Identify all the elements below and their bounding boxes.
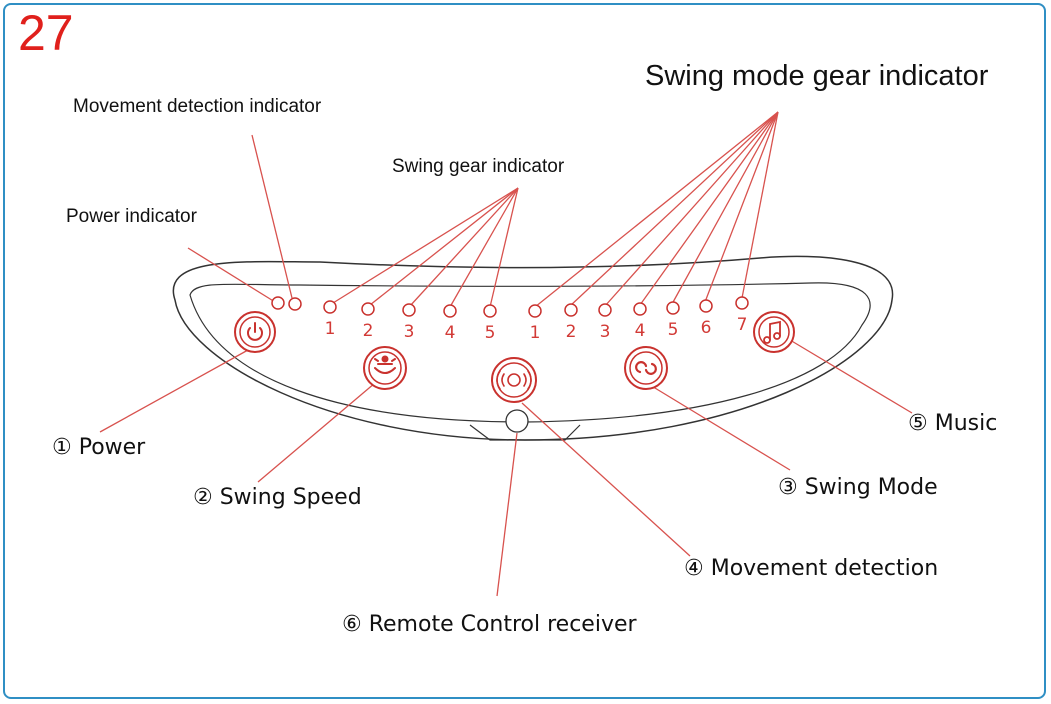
label-swing-mode-gear-indicator: Swing mode gear indicator [645, 60, 989, 92]
swing-mode-number: 2 [566, 322, 577, 342]
power-indicator-led [271, 296, 285, 310]
swing-gear-number: 5 [485, 323, 496, 343]
swing-mode-led-4 [633, 302, 647, 316]
swing-speed-button[interactable] [363, 346, 407, 390]
swing-gear-led-5 [483, 304, 497, 318]
label-swing-gear-indicator: Swing gear indicator [392, 156, 565, 177]
label-remote-control-receiver: ⑥ Remote Control receiver [342, 612, 637, 637]
label-swing-mode: ③ Swing Mode [778, 475, 938, 500]
panel-outer-outline [172, 255, 894, 441]
swing-speed-icon [374, 355, 396, 374]
swing-mode-icon [635, 361, 657, 375]
swing-gear-led-4 [443, 304, 457, 318]
receiver-notch [469, 424, 581, 441]
frame-border [3, 3, 1046, 699]
page-number: 27 [18, 5, 74, 61]
swing-gear-led-2 [361, 302, 375, 316]
swing-mode-number: 5 [668, 320, 679, 340]
swing-mode-led-6 [699, 299, 713, 313]
label-swing-speed: ② Swing Speed [193, 485, 362, 510]
swing-mode-led-5 [666, 301, 680, 315]
swing-mode-led-3 [598, 303, 612, 317]
power-icon [247, 322, 263, 341]
swing-mode-button[interactable] [624, 346, 668, 390]
swing-gear-number: 2 [363, 321, 374, 341]
movement-detection-icon [496, 370, 532, 390]
label-music: ⑤ Music [908, 411, 998, 436]
movement-detection-button[interactable] [491, 357, 537, 403]
remote-control-receiver [505, 409, 529, 433]
label-movement-detection-indicator: Movement detection indicator [73, 96, 322, 117]
swing-mode-number: 3 [600, 322, 611, 342]
label-power-indicator: Power indicator [66, 206, 197, 227]
indicator-leds [271, 296, 749, 318]
swing-gear-led-1 [323, 300, 337, 314]
swing-gear-led-3 [402, 303, 416, 317]
swing-mode-number: 6 [701, 318, 712, 338]
music-icon [763, 320, 781, 344]
swing-gear-number: 1 [325, 319, 336, 339]
swing-mode-led-7 [735, 296, 749, 310]
power-button[interactable] [234, 311, 276, 353]
swing-mode-number: 4 [635, 321, 646, 341]
panel-inner-outline [189, 282, 871, 423]
swing-gear-number: 3 [404, 322, 415, 342]
label-power: ① Power [52, 435, 146, 460]
swing-gear-number: 4 [445, 323, 456, 343]
leader-lines [99, 111, 913, 597]
movement-indicator-led [288, 297, 302, 311]
swing-mode-number: 1 [530, 323, 541, 343]
swing-mode-number: 7 [737, 315, 748, 335]
swing-mode-led-2 [564, 303, 578, 317]
music-button[interactable] [753, 311, 795, 353]
label-movement-detection: ④ Movement detection [684, 556, 939, 581]
swing-mode-led-1 [528, 304, 542, 318]
